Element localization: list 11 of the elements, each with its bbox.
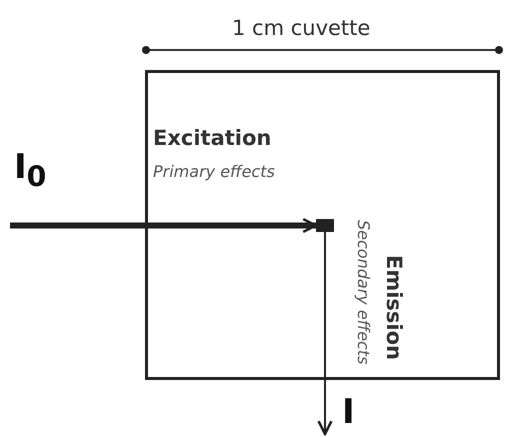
light-arrow [317, 232, 333, 436]
intensity-label: I [342, 395, 355, 429]
effect-label: Secondary effects [355, 220, 371, 364]
intensity-label: I$_{0}$ [14, 150, 46, 192]
cuvette-outline [145, 70, 500, 380]
sample-point [316, 219, 334, 232]
effect-label: Primary effects [153, 164, 275, 180]
region-heading: Emission [383, 255, 404, 360]
light-arrow [10, 218, 318, 234]
dimension-label: 1 cm cuvette [232, 18, 370, 39]
region-heading: Excitation [153, 128, 272, 149]
